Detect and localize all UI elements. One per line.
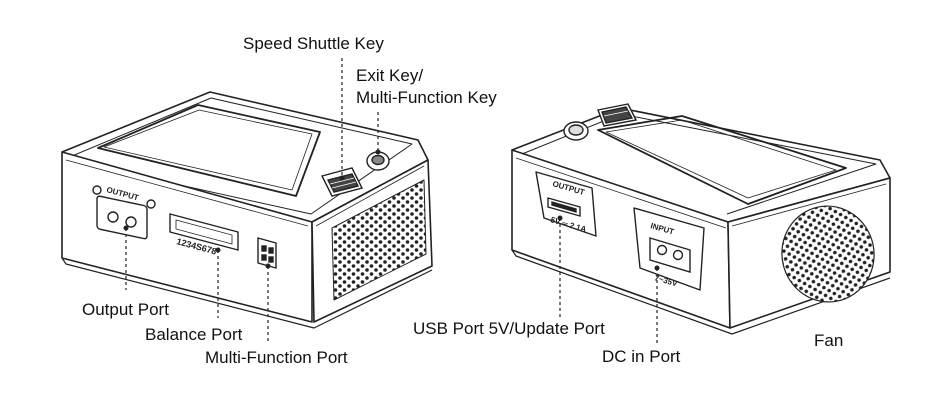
callout-fan: Fan [814, 331, 844, 350]
callout-exit-key-line1: Exit Key/ [356, 66, 424, 85]
left-balance-port [169, 213, 239, 251]
left-output-port [92, 185, 156, 240]
right-fan [781, 205, 875, 303]
left-side-vent [331, 179, 427, 301]
right-speed-shuttle-knob [597, 103, 638, 127]
callout-speed-shuttle-key: Speed Shuttle Key [243, 34, 384, 53]
left-exit-key [366, 151, 390, 171]
right-exit-key [563, 121, 589, 141]
left-speed-shuttle-knob [320, 167, 364, 197]
leader-lines [125, 58, 658, 345]
left-screen [97, 104, 321, 197]
callout-dc-in-port: DC in Port [602, 347, 681, 366]
right-usb-port [547, 197, 581, 217]
left-multi-function-port [257, 237, 277, 269]
callout-multi-function-port: Multi-Function Port [205, 348, 348, 367]
callout-output-port: Output Port [82, 300, 169, 319]
leader-dots [123, 149, 660, 271]
right-charger-device [511, 107, 891, 335]
callout-exit-key-line2: Multi-Function Key [356, 88, 497, 107]
callout-balance-port: Balance Port [145, 325, 243, 344]
callout-usb-port: USB Port 5V/Update Port [413, 319, 605, 338]
right-dc-input-port [649, 237, 691, 273]
right-screen [597, 115, 847, 205]
